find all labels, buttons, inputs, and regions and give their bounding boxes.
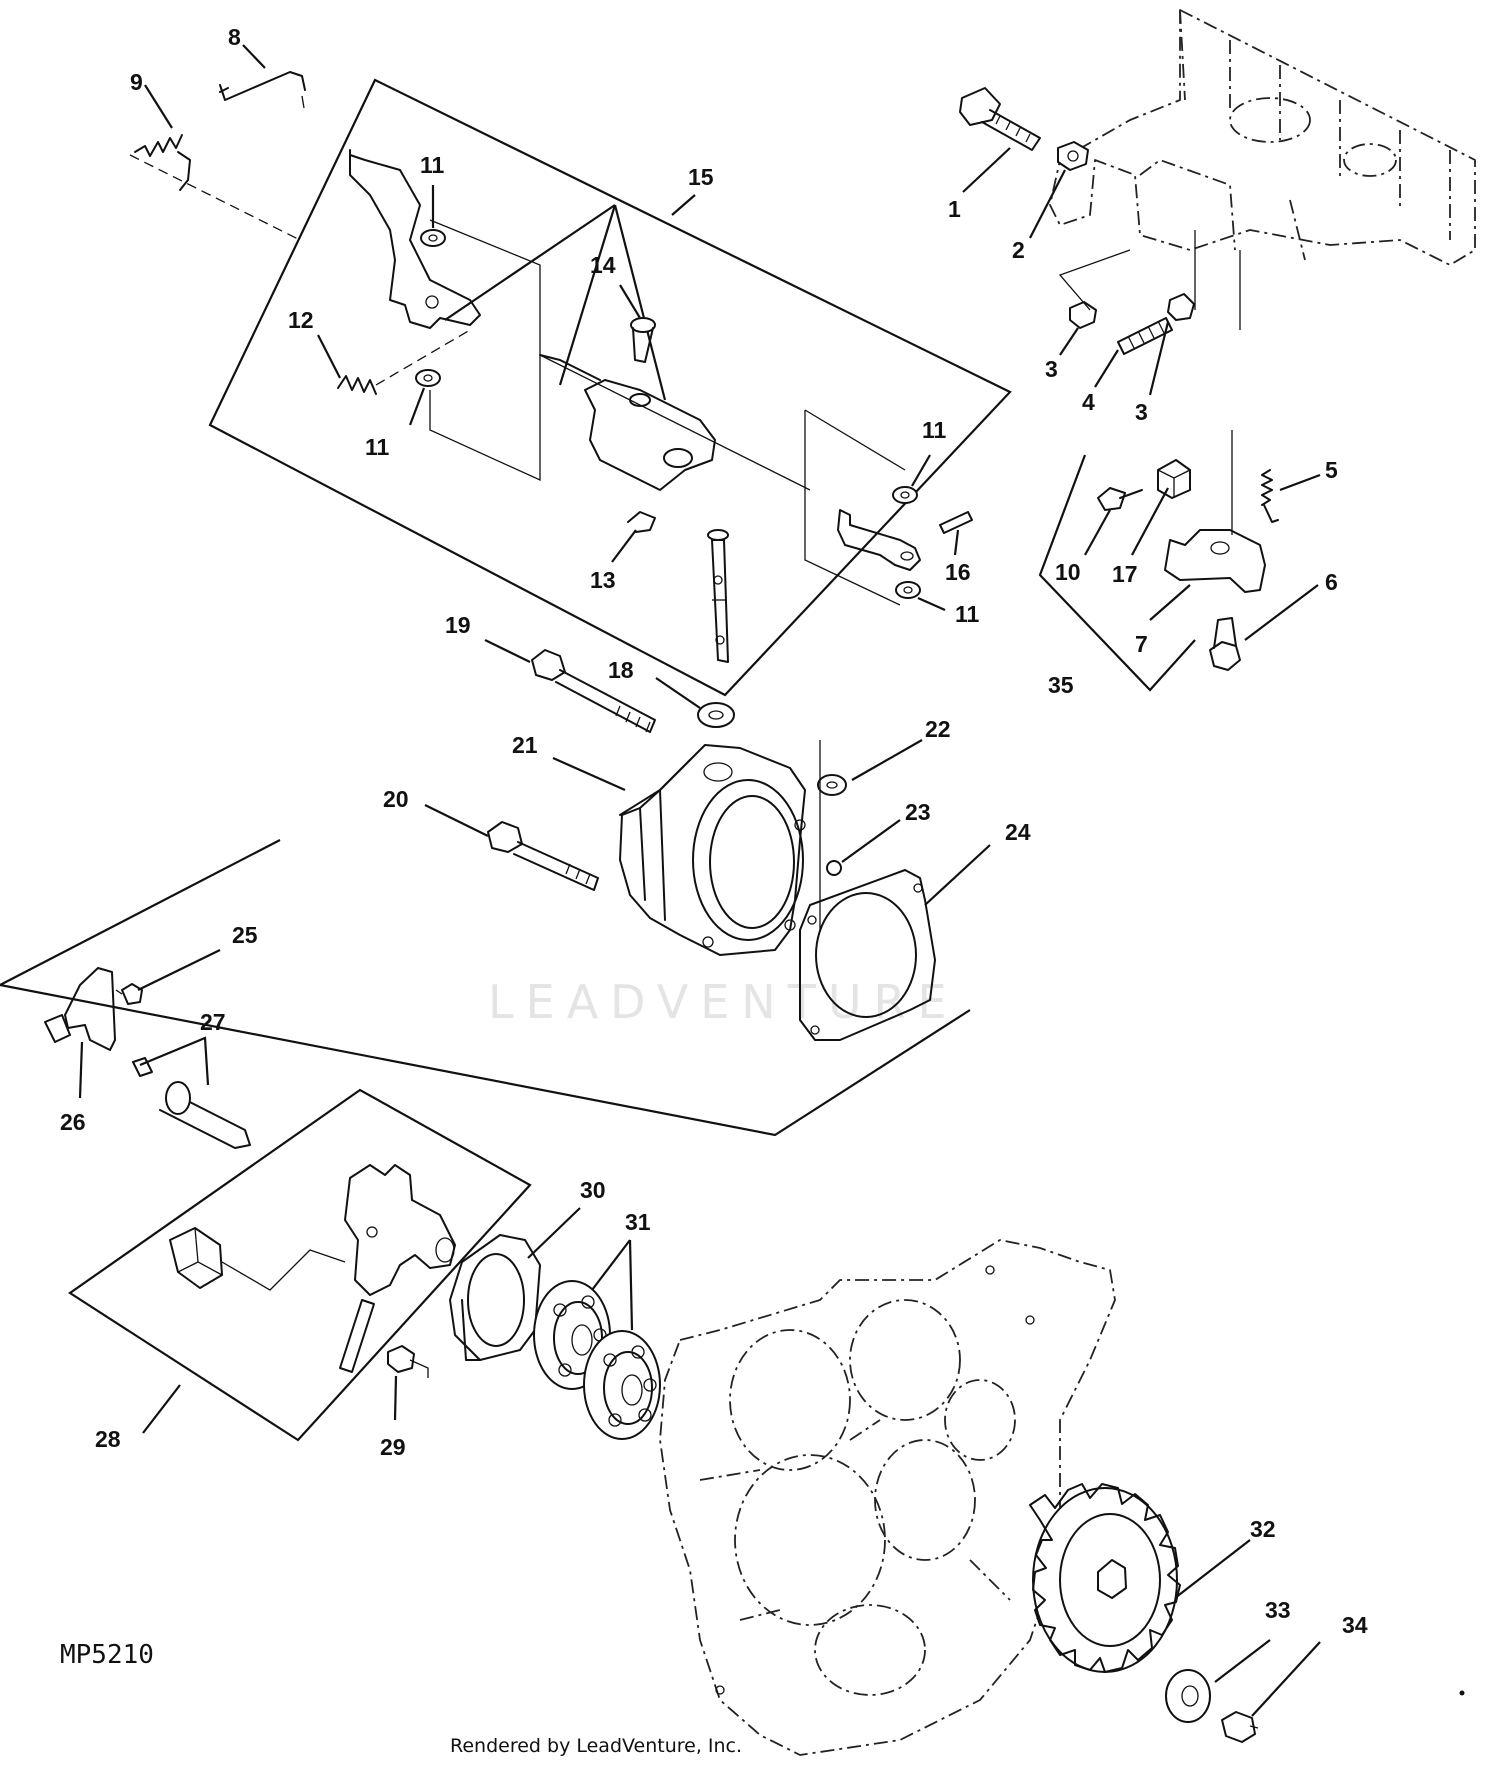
part-governor-shaft [707,529,729,663]
part-8-rod [219,71,306,109]
part-5-spring [1261,469,1279,523]
stray-dot [1459,1690,1465,1696]
part-29-screw [387,1345,429,1378]
part-governor-arm [349,149,481,329]
part-3-nut-right [1167,293,1195,321]
group-28-outline [68,1088,532,1442]
callout-14: 14 [590,252,616,278]
part-17-block [1157,459,1191,499]
render-credit: Rendered by LeadVenture, Inc. [450,1735,743,1757]
callout-12: 12 [288,307,314,333]
callout-31: 31 [625,1209,651,1235]
link-line-3 [1058,249,1131,311]
part-22-washer [817,774,847,796]
callout-27: 27 [200,1009,226,1035]
callout-9: 9 [130,69,143,95]
part-6-bolt [1209,617,1241,671]
part-governor-bracket [539,354,811,491]
part-31-bearing-b [583,1330,661,1440]
engine-block-top [1049,9,1476,330]
callout-23: 23 [905,799,931,825]
part-28-pin [339,1299,375,1373]
callout-11c: 11 [922,417,947,443]
part-18-washer [697,702,735,728]
callout-25: 25 [232,922,258,948]
callout-24: 24 [1005,819,1031,845]
part-26-bracket [44,967,116,1051]
callout-21: 21 [512,732,538,758]
callout-7: 7 [1135,631,1148,657]
dashed-guide-left [429,219,541,482]
callout-6: 6 [1325,569,1338,595]
part-11-washer-a [420,229,446,247]
part-7-plate [1164,430,1266,593]
part-30-flange [449,1234,541,1361]
callout-16: 16 [945,559,971,585]
callout-17: 17 [1112,561,1138,587]
callout-26: 26 [60,1109,86,1135]
callout-13: 13 [590,567,616,593]
part-1-bolt [959,87,1041,151]
part-20-bolt [487,821,599,891]
part-2-nut [1057,141,1089,171]
part-21-housing [619,744,806,956]
callout-5: 5 [1325,457,1338,483]
callout-22: 22 [925,716,951,742]
part-33-washer [1165,1669,1211,1723]
part-19-bolt [531,649,656,733]
part-9-spring [129,134,301,241]
part-28-lever [344,1164,456,1296]
part-11-washer-d [895,581,921,599]
part-25-screw [115,983,143,1005]
part-27-pin [132,1057,251,1149]
callout-3a: 3 [1045,356,1058,382]
part-10-screw [1097,487,1143,511]
callout-3b: 3 [1135,399,1148,425]
part-28-block [169,1227,346,1291]
callout-4: 4 [1082,389,1095,415]
callout-labels: 1 2 3 3 4 5 6 7 8 9 10 11 11 11 11 12 13… [60,24,1368,1638]
callout-33: 33 [1265,1597,1291,1623]
group-15-outline [208,78,1012,697]
leader-lines [78,44,1321,1717]
part-23-ball [826,860,842,876]
part-12-spring [337,329,471,395]
part-24-gasket [799,869,936,1041]
part-3-nut-left [1069,301,1097,329]
callout-11d: 11 [955,601,980,627]
callout-2: 2 [1012,237,1025,263]
part-32-gear [1029,1483,1181,1673]
part-11-washer-c [892,486,918,504]
callout-28: 28 [95,1426,121,1452]
callout-35: 35 [1048,672,1074,698]
part-4-stud [1117,317,1173,355]
group-35-outline [1038,454,1196,692]
callout-29: 29 [380,1434,406,1460]
part-13-clip [627,511,656,533]
dashed-guide-right [804,409,906,606]
callout-11b: 11 [365,434,390,460]
callout-11a: 11 [420,152,445,178]
callout-19: 19 [445,612,471,638]
callout-32: 32 [1250,1516,1276,1542]
callout-1: 1 [948,196,961,222]
callout-34: 34 [1342,1612,1368,1638]
part-34-bolt [1221,1711,1259,1743]
callout-8: 8 [228,24,241,50]
part-16-pin [939,511,973,534]
callout-15: 15 [688,164,714,190]
diagram-id-label: MP5210 [60,1640,154,1670]
engine-block-lower [659,1239,1116,1756]
part-speed-arm [837,509,921,571]
callout-10: 10 [1055,559,1081,585]
part-11-washer-b [415,369,441,387]
part-14-pin [630,317,656,363]
callout-20: 20 [383,786,409,812]
group-21-outline [0,740,971,1137]
callout-18: 18 [608,657,634,683]
watermark: LEADVENTURE [488,975,959,1029]
callout-30: 30 [580,1177,606,1203]
